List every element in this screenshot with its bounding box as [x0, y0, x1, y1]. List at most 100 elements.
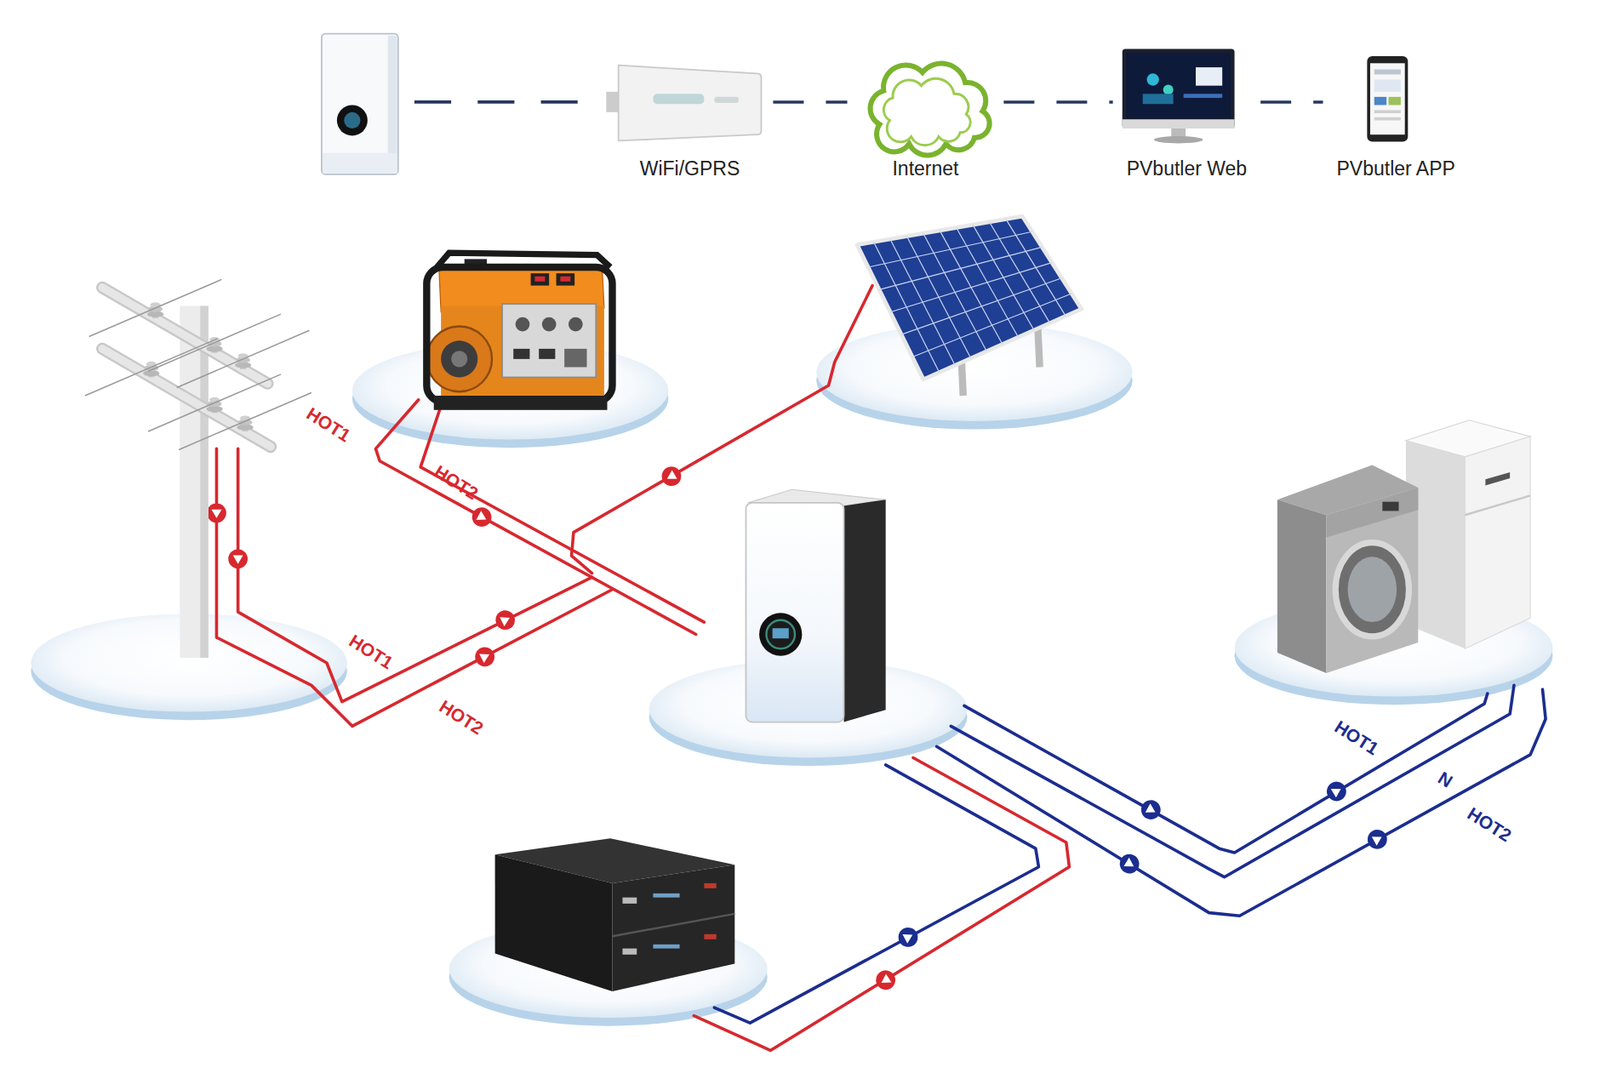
solar-panel-part	[857, 216, 1082, 380]
flow-arrows-part	[1137, 796, 1165, 823]
wires	[216, 285, 1546, 1052]
wire-label: HOT1	[302, 404, 354, 446]
inverter-icon	[321, 34, 399, 175]
wifi-dongle-icon-part	[618, 65, 762, 142]
battery-rack-part	[652, 944, 680, 949]
phone-icon-part	[1374, 79, 1401, 92]
utility-pole-part-part	[178, 392, 312, 450]
wifi-dongle-icon-part	[714, 97, 739, 103]
wire-label-anchor: HOT2	[464, 471, 513, 491]
washing-machine	[1277, 465, 1418, 674]
solar-panel-part	[1037, 324, 1040, 367]
refrigerator-part	[1464, 495, 1531, 515]
wire-label: HOT2	[435, 697, 486, 738]
monitor-icon-part	[1163, 84, 1174, 95]
wifi-dongle-icon-part	[605, 91, 618, 113]
wire-label-anchor: HOT1	[337, 413, 385, 433]
panel-cell-line	[912, 293, 1072, 358]
wire-label: HOT1	[1331, 717, 1383, 759]
battery-wire	[693, 757, 1069, 1051]
dashed-connector	[1260, 100, 1323, 104]
generator-wire	[375, 400, 696, 635]
utility-pole-part-part	[85, 338, 218, 396]
flow-arrows-part	[471, 643, 498, 670]
grid-wire	[216, 448, 612, 726]
utility-pole-part-part	[148, 314, 281, 372]
refrigerator-part	[1485, 472, 1510, 486]
monitor-icon-part	[1142, 93, 1174, 104]
wire-label: HOT2	[430, 462, 481, 503]
panel-cell-line	[868, 231, 1033, 268]
device-node: WiFi/GPRS	[613, 51, 767, 184]
inverter-part	[759, 612, 802, 656]
monitor-icon-part	[1122, 49, 1235, 129]
utility-pole-part-part	[148, 374, 281, 432]
device-node: PVbutler APP	[1330, 51, 1463, 184]
solar-panel	[857, 216, 1082, 396]
battery-rack-part	[622, 897, 637, 904]
battery-rack-part	[495, 854, 613, 992]
inverter-icon-part	[321, 34, 399, 175]
inverter-part	[745, 502, 844, 723]
inverter-icon-part	[343, 112, 360, 129]
inverter-part	[772, 628, 789, 639]
wire-label-anchor: HOT1	[379, 640, 428, 660]
phone-icon-part	[1374, 117, 1401, 121]
monitor-icon-part	[1146, 73, 1159, 86]
inverter-icon-part	[337, 104, 368, 136]
phone-icon	[1366, 56, 1408, 143]
flow-arrows-part	[228, 548, 248, 569]
battery-rack-part	[703, 934, 716, 940]
wire-label-anchor: HOT2	[469, 706, 518, 726]
phone-icon-part	[1374, 97, 1387, 106]
cloud-icon-part	[883, 78, 971, 145]
cloud-icon	[870, 63, 990, 156]
phone-icon-part	[1374, 109, 1401, 114]
load-wire	[937, 689, 1546, 916]
dashed-connector	[1003, 100, 1113, 104]
phone-icon-part	[1366, 56, 1408, 143]
panel-cell-line	[879, 246, 1042, 290]
utility-pole	[85, 279, 312, 658]
battery-rack-part	[652, 893, 680, 898]
washing-machine-part	[1277, 499, 1327, 674]
inverter-part	[765, 620, 795, 650]
flow-arrows-part	[206, 502, 227, 523]
battery-rack	[495, 838, 736, 992]
platforms	[30, 323, 1553, 1027]
panel-cell-line	[890, 262, 1052, 313]
generator-part	[513, 348, 530, 360]
flow-arrows-part	[657, 462, 685, 490]
cloud-icon-part	[870, 63, 990, 156]
monitor-icon-part	[1195, 67, 1223, 86]
utility-pole-part-part	[177, 330, 310, 388]
wire-label: HOT2	[1463, 804, 1515, 846]
wifi-dongle-icon-part	[652, 93, 704, 104]
utility-pole-part	[102, 348, 271, 447]
device-label: Internet	[891, 156, 959, 181]
utility-pole-part	[85, 279, 312, 450]
monitor-icon-part	[1154, 136, 1204, 143]
generator	[426, 252, 612, 411]
phone-icon-part	[1374, 68, 1401, 75]
monitor-icon	[1122, 49, 1235, 144]
phone-icon-part	[1370, 62, 1406, 135]
device-label: WiFi/GPRS	[640, 156, 741, 181]
inverter-icon-part	[322, 153, 397, 174]
inverter-icon-part	[388, 35, 398, 173]
generator-part	[451, 350, 468, 367]
battery-rack-part	[611, 914, 735, 937]
device-node: PVbutler Web	[1120, 51, 1254, 184]
dashed-connector	[772, 100, 847, 104]
generator-part	[564, 348, 587, 368]
grid-wire	[238, 448, 593, 702]
utility-pole-part-part	[89, 279, 223, 337]
battery-rack-part	[611, 864, 735, 992]
flow-arrows-part	[491, 606, 519, 634]
generator-part	[542, 317, 557, 332]
wire-label-anchor: N	[1451, 777, 1464, 797]
flow-arrows-part	[468, 503, 496, 531]
wire-label-anchor: HOT2	[1497, 813, 1546, 833]
refrigerator	[1405, 420, 1531, 649]
washing-machine-part	[1348, 556, 1398, 623]
